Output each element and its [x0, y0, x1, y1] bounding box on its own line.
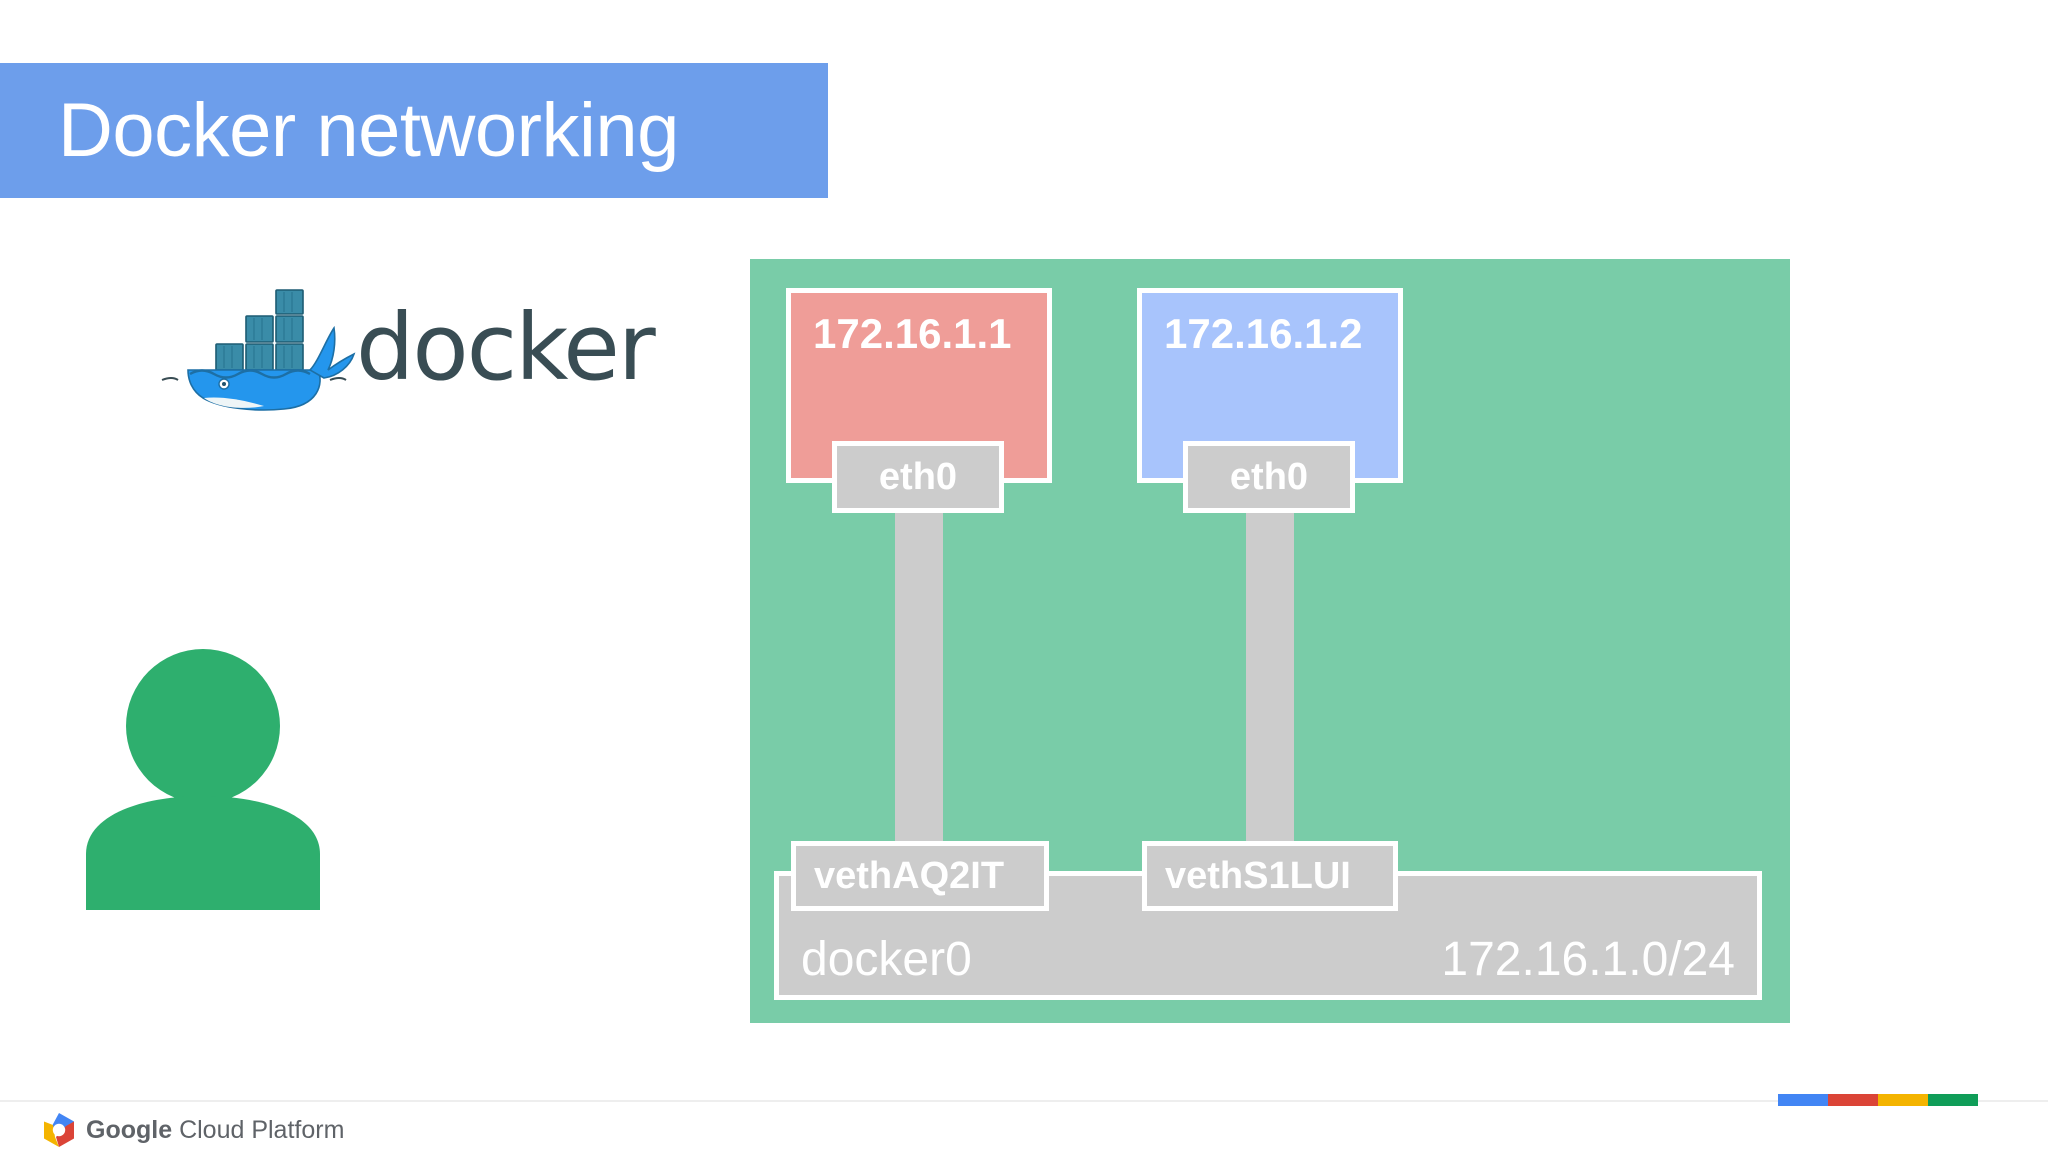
bar-yellow	[1878, 1094, 1928, 1106]
veth-cable-2	[1246, 508, 1294, 848]
veth-label-2: vethS1LUI	[1165, 855, 1351, 897]
bar-green	[1928, 1094, 1978, 1106]
google-cloud-hexagon-icon	[44, 1113, 74, 1147]
bar-blue	[1778, 1094, 1828, 1106]
container-ip-label-1: 172.16.1.1	[813, 310, 1012, 357]
slide-title-banner: Docker networking	[0, 63, 828, 198]
bar-red	[1828, 1094, 1878, 1106]
veth-label-1: vethAQ2IT	[814, 855, 1005, 897]
eth0-label-1: eth0	[878, 456, 958, 498]
footer-divider	[0, 1100, 2048, 1102]
gcp-logo-word-google: Google	[86, 1115, 173, 1144]
bridge-name-label: docker0	[801, 933, 972, 987]
eth0-label-2: eth0	[1229, 456, 1309, 498]
bridge-subnet-label: 172.16.1.0/24	[1441, 933, 1735, 987]
google-cloud-platform-logo: Google Cloud Platform	[42, 1112, 344, 1148]
docker-logo: docker	[158, 288, 656, 418]
docker-whale-icon	[161, 289, 356, 411]
brand-color-bars	[1778, 1094, 1978, 1106]
gcp-logo-word-cloud-platform: Cloud Platform	[179, 1115, 345, 1144]
gcp-logo-text: Google Cloud Platform	[86, 1115, 345, 1144]
eth0-interface-box-2[interactable]: eth0	[1183, 441, 1355, 513]
veth-interface-box-1[interactable]: vethAQ2IT	[791, 841, 1049, 911]
page-title: Docker networking	[58, 87, 679, 173]
veth-interface-box-2[interactable]: vethS1LUI	[1142, 841, 1398, 911]
eth0-interface-box-1[interactable]: eth0	[832, 441, 1004, 513]
docker-wordmark: docker	[356, 294, 656, 401]
veth-cable-1	[895, 508, 943, 848]
container-ip-label-2: 172.16.1.2	[1164, 310, 1363, 357]
person-avatar-icon	[68, 648, 338, 910]
